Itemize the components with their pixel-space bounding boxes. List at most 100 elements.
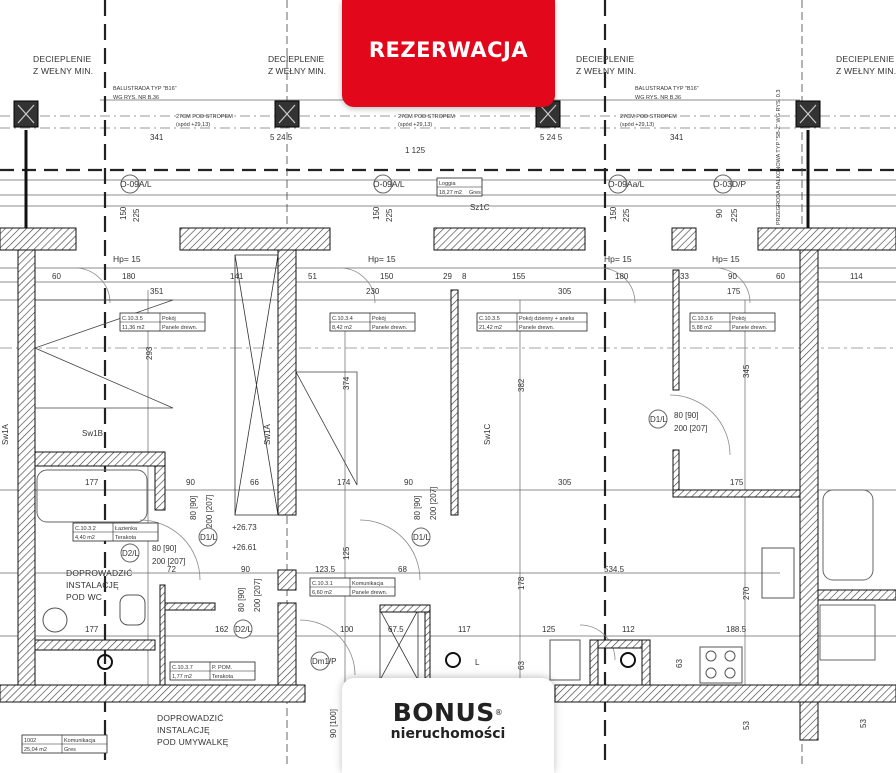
wall <box>672 269 680 391</box>
dimension-label: 63 <box>675 659 684 668</box>
door-size: 80 [90] <box>237 588 246 612</box>
dimension-label: 351 <box>150 287 164 296</box>
plan-labels: DECIEPLENIE Z WEŁNY MIN. DECIEPLENIE Z W… <box>1 54 896 754</box>
burner <box>705 667 717 679</box>
door-size: 80 [90] <box>152 544 176 553</box>
shower <box>819 604 876 661</box>
dimension-label: 53 <box>742 721 751 730</box>
door-tag: D1/L <box>650 415 667 424</box>
room-finish: Terakota <box>212 674 234 680</box>
wardrobe-tag: Sw1C <box>483 423 492 445</box>
door-size: 80 [90] <box>189 496 198 520</box>
wall <box>159 584 166 691</box>
room-name: Pokój dzienny + aneks <box>519 316 574 322</box>
washing-machine <box>42 607 68 633</box>
dimension-label: 114 <box>850 272 863 281</box>
dimension-label: 341 <box>670 133 684 142</box>
wardrobe-tag: Sw1A <box>1 423 10 445</box>
door-size: 80 [90] <box>674 411 698 420</box>
door-swing <box>669 394 731 456</box>
basin-note: DOPROWADZIĆ <box>157 713 224 723</box>
room-area: 18,27 m2 <box>439 190 462 196</box>
dimension-label: 162 <box>215 625 229 634</box>
insulation-note: Z WEŁNY MIN. <box>268 66 326 76</box>
dimension-label: 341 <box>150 133 164 142</box>
door-tag-circle <box>411 527 431 547</box>
dimension-label: 188.5 <box>726 625 747 634</box>
wall <box>589 639 651 649</box>
dimension-label: 5 24 5 <box>540 133 563 142</box>
room-code: C.10.3.1 <box>312 581 333 587</box>
wall <box>379 604 431 613</box>
insulation-note: DECIEPLENIE <box>576 54 635 64</box>
dimension-label: 117 <box>458 625 471 634</box>
column-cross <box>17 104 35 124</box>
dimension-label: 175 <box>727 287 741 296</box>
dimension-label: 51 <box>308 272 317 281</box>
room-area: 6,60 m2 <box>312 590 332 596</box>
room-label: C.10.3.71,77 m2P. POM.Terakota <box>169 661 256 681</box>
sill-height: Hp= 15 <box>113 254 141 264</box>
door-size: 200 [207] <box>674 424 707 433</box>
door-tag: D2/L <box>122 549 139 558</box>
insulation-note: DECIEPLENIE <box>33 54 92 64</box>
wall <box>154 465 166 511</box>
dimension-label: 150 <box>119 206 128 220</box>
room-name: Pokój <box>162 316 176 322</box>
room-area: 1,77 m2 <box>172 674 192 680</box>
dimension-label: 33 <box>680 272 689 281</box>
door-tag: D1/L <box>200 533 217 542</box>
dimension-label: 305 <box>558 287 572 296</box>
dimension-label: 177 <box>85 625 99 634</box>
bathtub <box>36 469 148 523</box>
wall <box>450 289 459 516</box>
wardrobe-cross <box>379 609 419 681</box>
insulation-note: Z WEŁNY MIN. <box>33 66 93 76</box>
toilet <box>119 594 146 626</box>
room-name: Loggia <box>439 181 456 187</box>
room-area: 25,04 m2 <box>24 747 47 753</box>
window-tag-circle <box>608 174 628 194</box>
balcony-partition-note: PRZEGRODA BALKONOWA TYP "SB-Z" WG RYS. 0… <box>776 90 782 225</box>
window-tag-circle <box>120 174 140 194</box>
dimension-label: 141 <box>230 272 244 281</box>
room-area: 5,88 m2 <box>692 325 712 331</box>
wc-note: INSTALACJĘ <box>66 580 119 590</box>
room-name: Pokój <box>372 316 386 322</box>
dimension-label: 230 <box>366 287 380 296</box>
burner <box>724 650 736 662</box>
dimension-label: 90 <box>404 478 413 487</box>
dimension-label: 180 <box>122 272 136 281</box>
wall <box>757 227 896 251</box>
insulation-note: DECIEPLENIE <box>268 54 325 64</box>
logo-brand: BONUS® <box>392 698 504 727</box>
room-finish: Panele drewn. <box>162 325 198 331</box>
dimension-label: 67.5 <box>388 625 404 634</box>
sill-height: Hp= 15 <box>712 254 740 264</box>
dimension-label: 150 <box>372 206 381 220</box>
wall <box>424 611 431 686</box>
dimension-label: 123.5 <box>315 565 336 574</box>
wall <box>277 569 297 591</box>
room-code: C.10.3.2 <box>75 526 96 532</box>
wall <box>179 227 331 251</box>
door-swing <box>359 519 421 581</box>
wardrobe-tag: Sw1B <box>82 429 103 438</box>
room-code: C.10.3.5 <box>122 316 143 322</box>
wall <box>34 451 166 467</box>
below-ceiling-note: (spód +29,13) <box>620 122 654 128</box>
wall <box>641 639 651 686</box>
wall <box>672 489 801 498</box>
riser-icon <box>97 654 113 670</box>
dimension-label: 150 <box>609 206 618 220</box>
dimension-label: 90 [100] <box>329 709 338 738</box>
door-swing <box>599 267 636 304</box>
door-swing <box>579 624 616 661</box>
